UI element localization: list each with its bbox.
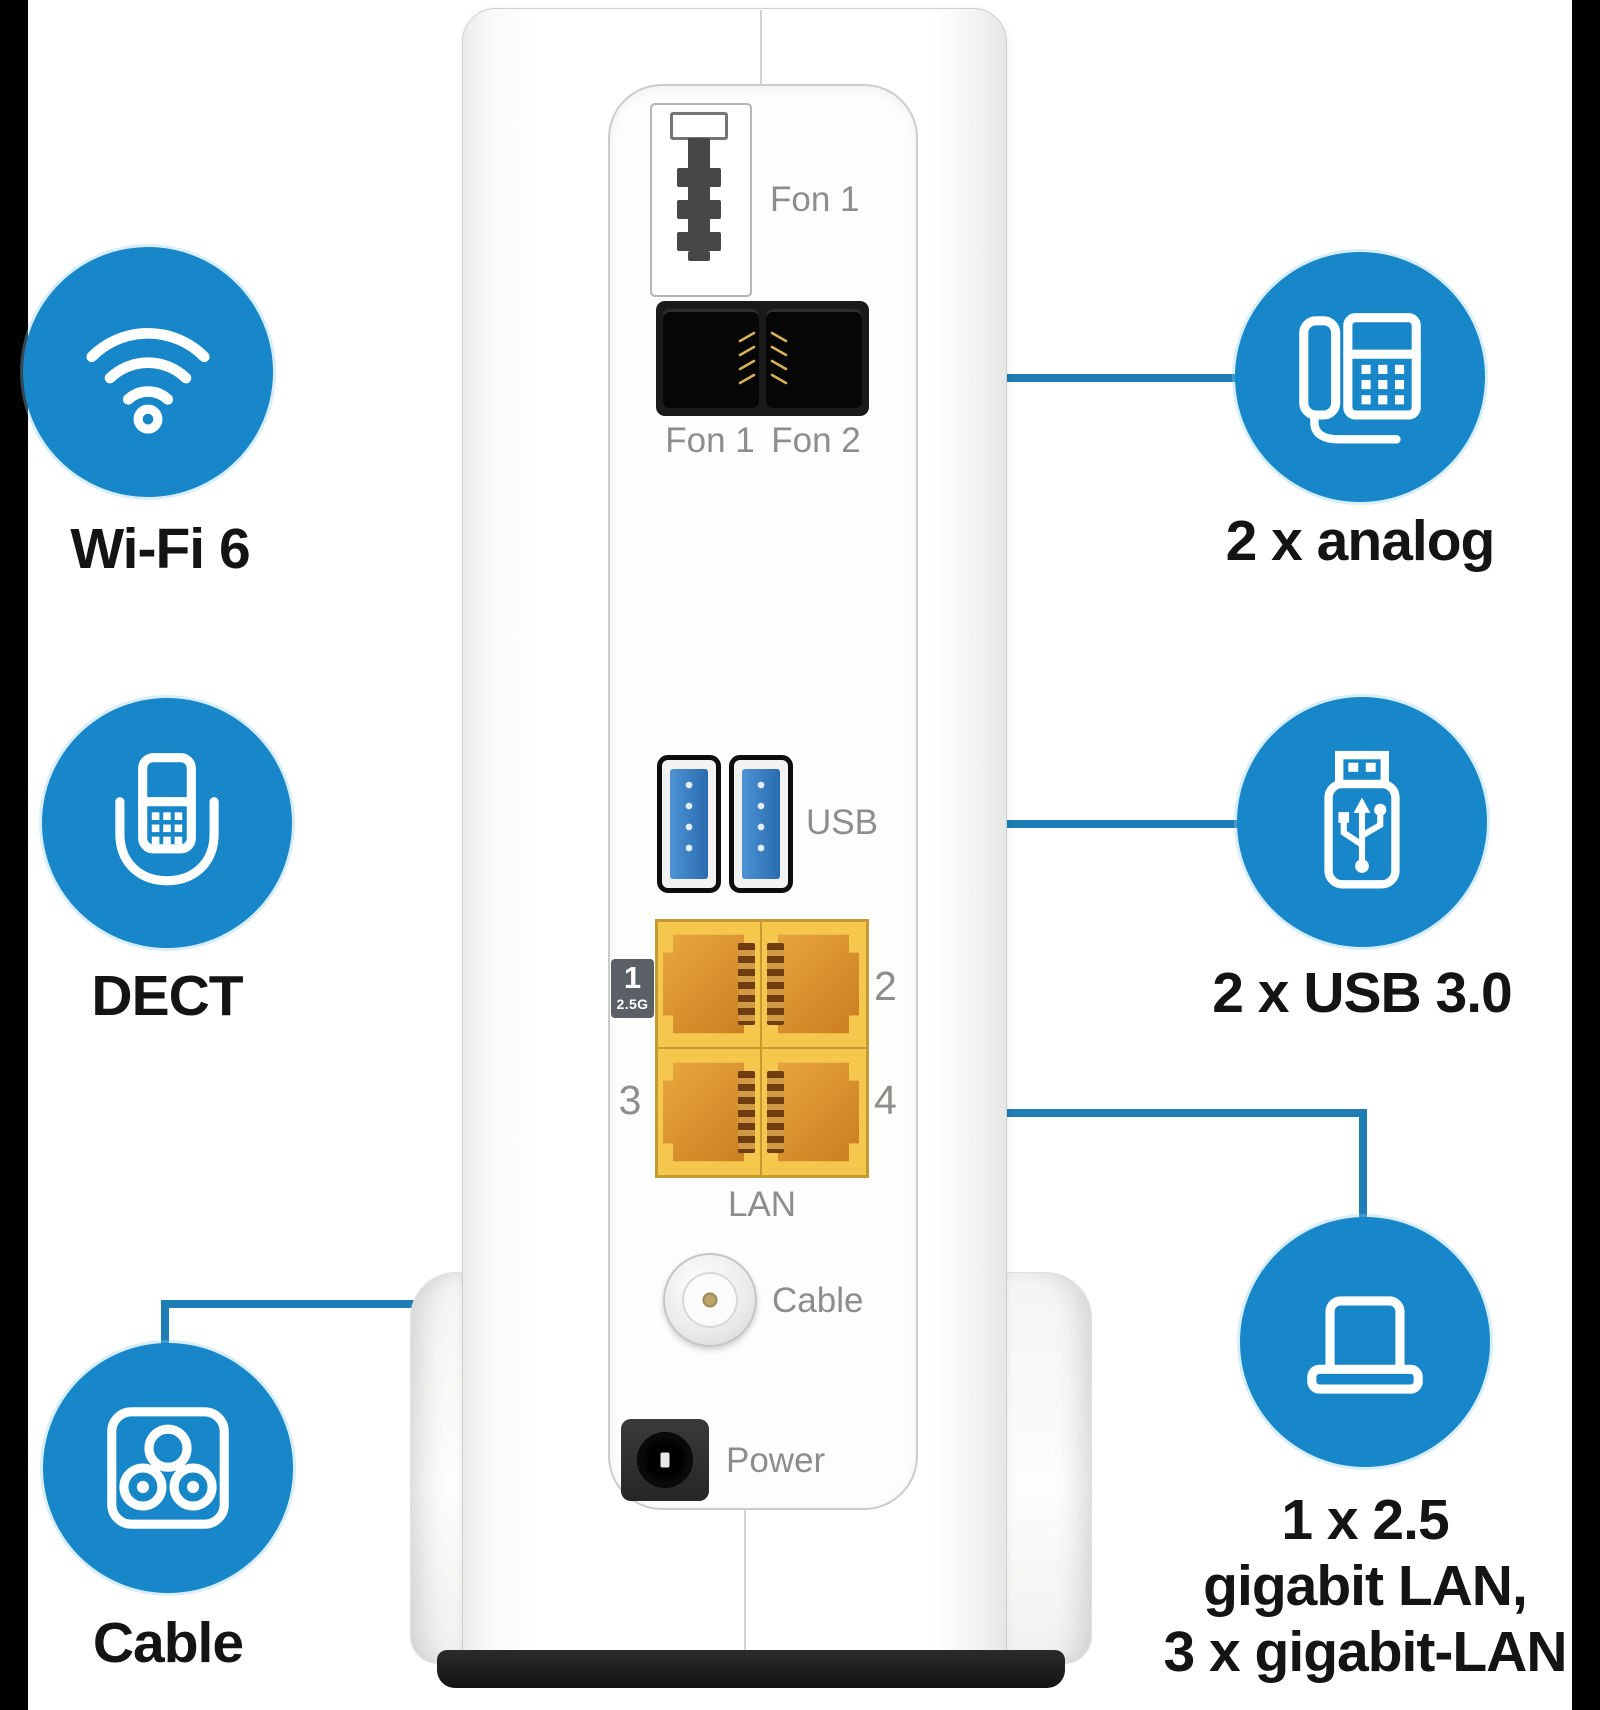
lan-port-1 bbox=[659, 923, 758, 1045]
power-jack-pin bbox=[660, 1452, 670, 1468]
fon1-rj11-port bbox=[663, 309, 759, 408]
usb-port-label: USB bbox=[806, 803, 878, 842]
fon2-port-label: Fon 2 bbox=[771, 421, 861, 460]
fon2-rj11-port bbox=[766, 309, 862, 408]
connector-line-usb bbox=[1004, 820, 1242, 828]
cable-socket-icon bbox=[107, 1407, 229, 1529]
lan-port-1-speed-badge: 1 2.5G bbox=[611, 959, 654, 1018]
fon-rj11-block bbox=[656, 301, 869, 416]
laptop-icon bbox=[1307, 1296, 1423, 1394]
right-letterbox-bar bbox=[1572, 0, 1600, 1710]
rj11-gold-pins bbox=[738, 331, 788, 385]
connector-line-cable-horizontal bbox=[161, 1300, 433, 1308]
usb-stick-icon bbox=[1324, 750, 1400, 889]
lan-block-label: LAN bbox=[727, 1185, 797, 1224]
usb-port-1 bbox=[657, 755, 721, 893]
lan-port-4-pins bbox=[767, 1071, 784, 1153]
lan-divider-horizontal bbox=[658, 1047, 866, 1049]
connector-line-cable-vertical bbox=[161, 1300, 169, 1350]
router-base-strip bbox=[437, 1650, 1065, 1688]
desk-phone-icon bbox=[1299, 313, 1421, 444]
connector-line-lan-vertical bbox=[1359, 1109, 1367, 1224]
lan-port-4 bbox=[764, 1051, 863, 1173]
usb-port-1-contacts bbox=[685, 780, 693, 864]
tae-port-slot bbox=[670, 112, 728, 140]
cable-feature-label: Cable bbox=[92, 1611, 244, 1675]
lan-port-1-pins bbox=[738, 943, 755, 1025]
cable-port-label: Cable bbox=[772, 1281, 864, 1320]
usb-feature-label: 2 x USB 3.0 bbox=[1212, 961, 1513, 1025]
lan-port-3-number: 3 bbox=[618, 1077, 642, 1123]
power-port-label: Power bbox=[726, 1441, 826, 1480]
lan-port-2 bbox=[764, 923, 863, 1045]
tae-connector-icon bbox=[677, 138, 721, 261]
coax-cable-connector bbox=[663, 1253, 757, 1347]
feature-circle-cable bbox=[43, 1343, 293, 1593]
lan-port-4-number: 4 bbox=[874, 1077, 897, 1123]
feature-circle-dect bbox=[42, 698, 292, 948]
left-letterbox-bar bbox=[0, 0, 28, 1710]
coax-center-pin bbox=[702, 1292, 718, 1308]
lan-port-2-pins bbox=[767, 943, 784, 1025]
lan-port-3-pins bbox=[738, 1071, 755, 1153]
wifi-feature-label: Wi-Fi 6 bbox=[70, 517, 250, 581]
fon1-port-label: Fon 1 bbox=[665, 421, 755, 460]
router-seam-bottom bbox=[744, 1505, 746, 1653]
lan-port-3 bbox=[659, 1051, 758, 1173]
tae-port-label: Fon 1 bbox=[770, 180, 860, 219]
lan-feature-label: 1 x 2.5 gigabit LAN, 3 x gigabit-LAN bbox=[1163, 1488, 1567, 1685]
connector-line-analog bbox=[1004, 374, 1240, 382]
usb-ports bbox=[657, 755, 793, 893]
usb-port-2 bbox=[729, 755, 793, 893]
router-seam-top bbox=[760, 10, 762, 88]
lan-badge-speed: 2.5G bbox=[616, 996, 649, 1012]
feature-circle-lan bbox=[1240, 1217, 1490, 1467]
feature-circle-analog bbox=[1235, 252, 1485, 502]
power-jack bbox=[621, 1419, 709, 1501]
usb-port-2-contacts bbox=[757, 780, 765, 864]
feature-circle-usb bbox=[1237, 697, 1487, 947]
lan-badge-number: 1 bbox=[623, 960, 642, 995]
analog-feature-label: 2 x analog bbox=[1225, 509, 1496, 573]
lan-port-2-number: 2 bbox=[874, 963, 897, 1009]
connector-line-lan-horizontal bbox=[1004, 1109, 1367, 1117]
dect-phone-icon bbox=[115, 753, 219, 886]
feature-circle-wifi bbox=[23, 247, 273, 497]
wifi-icon bbox=[86, 328, 210, 434]
dect-feature-label: DECT bbox=[91, 964, 243, 1028]
